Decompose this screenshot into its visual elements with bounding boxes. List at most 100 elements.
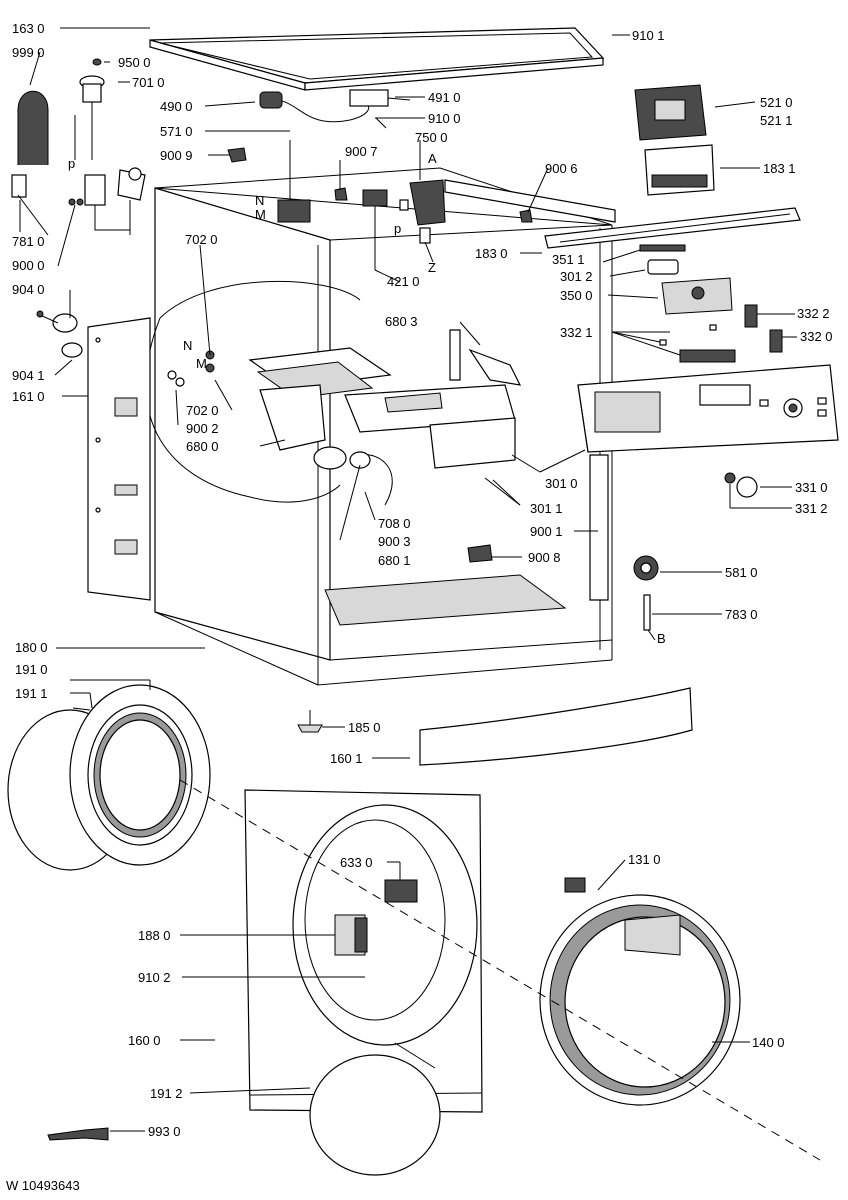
label-350-0: 350 0 [560, 288, 593, 303]
label-702-0-b: 702 0 [186, 403, 219, 418]
label-B: B [657, 631, 666, 646]
label-783-0: 783 0 [725, 607, 758, 622]
label-188-0: 188 0 [138, 928, 171, 943]
label-680-1: 680 1 [378, 553, 411, 568]
water-valve-part [68, 167, 146, 235]
label-N-mid: N [183, 338, 192, 353]
hinge-part [334, 914, 368, 956]
label-185-0: 185 0 [348, 720, 381, 735]
label-183-1: 183 1 [763, 161, 796, 176]
door-assembly-part [7, 684, 211, 871]
label-421-0: 421 0 [387, 274, 420, 289]
label-904-1: 904 1 [12, 368, 45, 383]
clamp-ring-part [309, 1042, 441, 1176]
seal-clip-part [564, 877, 586, 893]
label-160-1: 160 1 [330, 751, 363, 766]
control-rail-part [544, 207, 801, 249]
main-harness-part [277, 140, 311, 223]
control-module-part [634, 84, 707, 141]
hinge-rail-part [589, 454, 609, 601]
control-panel-fascia-part [577, 364, 839, 453]
label-521-1: 521 1 [760, 113, 793, 128]
label-191-2: 191 2 [150, 1086, 183, 1101]
label-301-0: 301 0 [545, 476, 578, 491]
label-633-0: 633 0 [340, 855, 373, 870]
label-331-0: 331 0 [795, 480, 828, 495]
label-571-0: 571 0 [160, 124, 193, 139]
label-702-0-a: 702 0 [185, 232, 218, 247]
part-labels: 163 0 999 0 950 0 701 0 490 0 491 0 910 … [6, 21, 833, 1193]
label-900-0: 900 0 [12, 258, 45, 273]
label-900-6: 900 6 [545, 161, 578, 176]
label-900-2: 900 2 [186, 421, 219, 436]
label-910-0: 910 0 [428, 111, 461, 126]
dispenser-housing-part [167, 347, 392, 470]
label-N-top: N [255, 193, 264, 208]
label-781-0: 781 0 [12, 234, 45, 249]
pressure-switch-part [399, 179, 446, 244]
label-332-1: 332 1 [560, 325, 593, 340]
label-301-2: 301 2 [560, 269, 593, 284]
button-caps-part [659, 304, 783, 363]
top-lid-part [149, 27, 605, 91]
siphon-part [449, 329, 522, 386]
label-708-0: 708 0 [378, 516, 411, 531]
label-900-9: 900 9 [160, 148, 193, 163]
label-183-0: 183 0 [475, 246, 508, 261]
hose-bellow-part [349, 451, 393, 506]
inlet-hose-part [11, 90, 49, 232]
label-332-2: 332 2 [797, 306, 830, 321]
label-131-0: 131 0 [628, 852, 661, 867]
door-seal-part [539, 894, 741, 1106]
label-900-8: 900 8 [528, 550, 561, 565]
label-491-0: 491 0 [428, 90, 461, 105]
door-lock-switch-part [362, 189, 388, 270]
clip-part [227, 147, 533, 223]
label-910-1: 910 1 [632, 28, 665, 43]
label-701-0: 701 0 [132, 75, 165, 90]
label-900-1: 900 1 [530, 524, 563, 539]
label-M-top: M [255, 207, 266, 222]
label-490-0: 490 0 [160, 99, 193, 114]
label-160-0: 160 0 [128, 1033, 161, 1048]
label-351-1: 351 1 [552, 252, 585, 267]
label-999-0: 999 0 [12, 45, 45, 60]
leader-lines [17, 27, 797, 1132]
door-lock-part [384, 879, 418, 903]
label-p-left: p [68, 156, 75, 171]
label-900-3: 900 3 [378, 534, 411, 549]
label-161-0: 161 0 [12, 389, 45, 404]
detergent-drawer-part [344, 384, 521, 506]
label-163-0: 163 0 [12, 21, 45, 36]
label-191-1: 191 1 [15, 686, 48, 701]
label-521-0: 521 0 [760, 95, 793, 110]
label-950-0: 950 0 [118, 55, 151, 70]
program-knob-part [724, 472, 758, 498]
latch-clip-part [467, 544, 493, 563]
label-993-0: 993 0 [148, 1124, 181, 1139]
label-A: A [428, 151, 437, 166]
keyboard-pcb-part [661, 277, 733, 315]
level-switch-part [633, 555, 659, 631]
label-910-2: 910 2 [138, 970, 171, 985]
label-331-2: 331 2 [795, 501, 828, 516]
lens-part [639, 244, 686, 275]
document-code: W 10493643 [6, 1178, 80, 1193]
filter-suppressor-part [349, 89, 411, 129]
label-Z: Z [428, 260, 436, 275]
label-p-right: p [394, 221, 401, 236]
plinth-part [419, 687, 693, 766]
label-900-7: 900 7 [345, 144, 378, 159]
power-cable-part [259, 91, 370, 123]
label-680-0: 680 0 [186, 439, 219, 454]
tool-part [47, 1127, 109, 1141]
label-M-mid: M [196, 356, 207, 371]
label-140-0: 140 0 [752, 1035, 785, 1050]
left-side-panel-part [87, 317, 151, 601]
label-180-0: 180 0 [15, 640, 48, 655]
label-680-3: 680 3 [385, 314, 418, 329]
hose-clamp-part [36, 310, 83, 358]
label-904-0: 904 0 [12, 282, 45, 297]
label-581-0: 581 0 [725, 565, 758, 580]
